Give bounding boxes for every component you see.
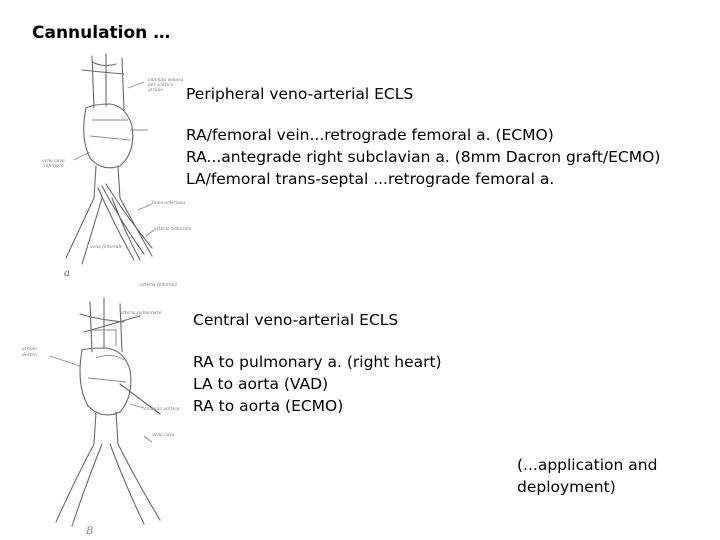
peripheral-line-1: RA/femoral vein...retrograde femoral a. …	[186, 125, 554, 145]
svg-text:vena femorale: vena femorale	[90, 244, 123, 250]
svg-text:vena cava: vena cava	[152, 433, 175, 438]
central-line-2: LA to aorta (VAD)	[193, 374, 328, 394]
peripheral-cannulation-sketch: cannula venosa per scarico atriale vena …	[40, 48, 200, 293]
svg-text:arteria femorale: arteria femorale	[140, 282, 178, 288]
peripheral-line-3: LA/femoral trans-septal ...retrograde fe…	[186, 169, 554, 189]
svg-text:arteria polmonare: arteria polmonare	[120, 310, 162, 316]
svg-text:inferiore: inferiore	[44, 163, 64, 169]
svg-text:atriale: atriale	[148, 87, 163, 93]
note-line-1: (...application and	[517, 455, 657, 475]
peripheral-line-2: RA...antegrade right subclavian a. (8mm …	[186, 147, 660, 167]
svg-text:atriale: atriale	[22, 346, 37, 352]
svg-text:linea arteriosa: linea arteriosa	[152, 200, 185, 206]
svg-text:destro: destro	[22, 352, 37, 358]
central-line-3: RA to aorta (ECMO)	[193, 396, 343, 416]
svg-text:cannula aortica: cannula aortica	[144, 406, 180, 412]
peripheral-heading: Peripheral veno-arterial ECLS	[186, 84, 413, 104]
figure-label-a: a	[64, 268, 70, 279]
central-heading: Central veno-arterial ECLS	[193, 310, 398, 330]
svg-text:arteria femorale: arteria femorale	[154, 226, 192, 232]
slide-title: Cannulation …	[32, 23, 170, 43]
figure-label-b: B	[85, 526, 93, 537]
central-cannulation-sketch: arteria polmonare atriale destro cannula…	[20, 292, 210, 540]
central-line-1: RA to pulmonary a. (right heart)	[193, 352, 442, 372]
note-line-2: deployment)	[517, 477, 616, 497]
